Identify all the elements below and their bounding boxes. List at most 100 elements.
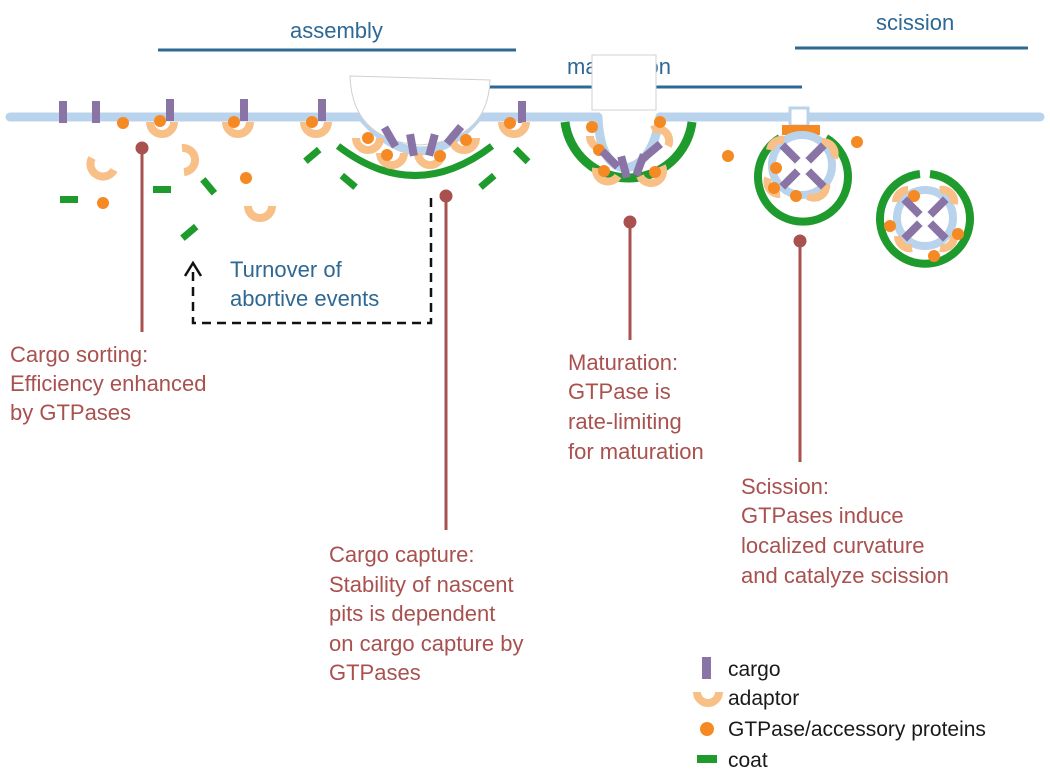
gtpase <box>117 117 129 129</box>
cargo <box>406 133 418 157</box>
adaptor <box>300 121 332 138</box>
note-maturation: Maturation: GTPase is rate-limiting for … <box>568 350 704 464</box>
note-line: Cargo capture: <box>329 542 475 567</box>
maturing-pit <box>560 116 697 188</box>
adaptor <box>805 183 831 202</box>
gtpase <box>654 116 666 128</box>
cargo <box>641 140 663 162</box>
plasma-membrane <box>5 112 1045 173</box>
membrane-adaptor-group <box>117 115 530 138</box>
gtpase-collar <box>782 125 820 135</box>
gtpase <box>790 190 802 202</box>
coat <box>478 172 497 190</box>
legend-adaptor-swatch <box>693 691 723 707</box>
note-line: GTPases induce <box>741 503 904 528</box>
note-line: pits is dependent <box>329 601 495 626</box>
adaptor <box>352 137 384 154</box>
cytosolic-components <box>60 143 531 241</box>
note-line: Maturation: <box>568 350 678 375</box>
coat <box>180 223 199 241</box>
gtpase <box>504 117 516 129</box>
pin-head-scission <box>793 234 807 248</box>
gtpase <box>434 150 446 162</box>
note-cargo-sorting: Cargo sorting: Efficiency enhanced by GT… <box>10 342 207 425</box>
adaptor <box>146 121 178 138</box>
legend-coat-swatch <box>697 755 717 763</box>
scission-vesicle <box>722 106 863 226</box>
note-line: GTPase is <box>568 379 671 404</box>
cargo <box>779 142 801 164</box>
note-line: and catalyze scission <box>741 563 949 588</box>
coat <box>200 177 218 196</box>
gtpase <box>851 136 863 148</box>
adaptor <box>636 164 668 188</box>
note-line: by GTPases <box>10 400 131 425</box>
turnover-arrow <box>183 198 433 325</box>
cargo <box>240 99 248 121</box>
adaptor <box>181 143 199 176</box>
note-line: localized curvature <box>741 533 924 558</box>
pin-head-maturation <box>623 215 637 229</box>
note-scission: Scission: GTPases induce localized curva… <box>741 474 949 588</box>
gtpase <box>381 149 393 161</box>
cargo <box>425 133 439 157</box>
vesicle-coat <box>754 134 852 226</box>
cargo <box>381 125 399 149</box>
turnover-line-1: Turnover of <box>230 257 343 282</box>
pin-head-cargo-sorting <box>135 141 149 155</box>
pit-coat <box>560 121 697 183</box>
note-line: on cargo capture by <box>329 631 523 656</box>
adaptor <box>766 135 785 152</box>
adaptor <box>222 121 254 138</box>
adaptor <box>821 138 839 160</box>
vesicle-coat <box>876 170 974 268</box>
legend-cargo-swatch <box>702 657 711 679</box>
cargo <box>927 220 949 242</box>
cargo <box>779 168 801 190</box>
pin-head-cargo-capture <box>439 189 453 203</box>
gtpase <box>97 197 109 209</box>
gtpase <box>460 134 472 146</box>
note-line: Cargo sorting: <box>10 342 148 367</box>
adaptor <box>86 156 118 181</box>
cargo <box>92 101 100 123</box>
legend: cargo adaptor GTPase/accessory proteins … <box>693 657 986 772</box>
gtpase <box>306 116 318 128</box>
adaptor <box>894 235 913 253</box>
turnover-dashed-path <box>191 198 433 325</box>
adaptor <box>939 185 959 205</box>
cargo <box>318 99 326 121</box>
cargo <box>805 168 827 190</box>
gtpase <box>884 220 896 232</box>
note-line: Stability of nascent <box>329 572 514 597</box>
assembling-pit <box>335 124 495 179</box>
cargo <box>166 99 174 121</box>
legend-gtpase-swatch <box>700 722 714 736</box>
legend-gtpase-label: GTPase/accessory proteins <box>728 718 986 741</box>
cargo <box>443 124 465 146</box>
adaptor <box>376 152 408 169</box>
cargo <box>59 101 67 123</box>
gtpase <box>722 150 734 162</box>
adaptor <box>650 124 674 148</box>
coat <box>303 146 322 164</box>
gtpase <box>770 162 782 174</box>
gtpase <box>768 182 780 194</box>
cargo <box>599 148 621 170</box>
coat <box>339 172 358 190</box>
coated-vesicle <box>876 170 974 268</box>
legend-coat-label: coat <box>728 749 768 772</box>
legend-cargo-label: cargo <box>728 658 781 681</box>
note-line: Scission: <box>741 474 829 499</box>
maturation-neck-cap <box>591 54 657 111</box>
note-cargo-capture: Cargo capture: Stability of nascent pits… <box>329 542 523 685</box>
cargo <box>927 196 949 218</box>
annotation-pins <box>135 141 807 530</box>
gtpase <box>952 228 964 240</box>
cargo <box>901 220 923 242</box>
turnover-arrowhead <box>183 260 203 277</box>
stage-label-scission: scission <box>876 10 954 35</box>
adaptor <box>244 205 276 222</box>
adaptor <box>591 167 622 186</box>
vesicle-neck <box>788 106 810 128</box>
